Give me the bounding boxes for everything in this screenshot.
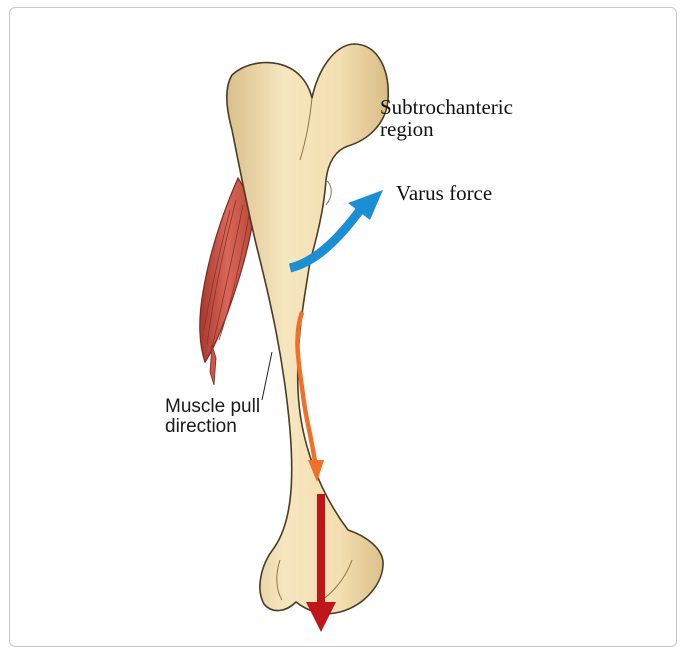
femur-bone <box>227 44 388 614</box>
subtrochanteric-label-line2: region <box>380 118 513 140</box>
subtrochanteric-region-label: Subtrochanteric region <box>380 96 513 140</box>
femur-diagram <box>0 0 683 632</box>
varus-force-label: Varus force <box>396 182 492 204</box>
muscle-pull-label-line1: Muscle pull <box>165 397 260 417</box>
muscle <box>200 178 255 385</box>
muscle-pull-leader-line <box>262 352 272 400</box>
muscle-pull-label-line2: direction <box>165 417 260 437</box>
muscle-pull-direction-label: Muscle pull direction <box>165 397 260 437</box>
subtrochanteric-label-line1: Subtrochanteric <box>380 96 513 118</box>
